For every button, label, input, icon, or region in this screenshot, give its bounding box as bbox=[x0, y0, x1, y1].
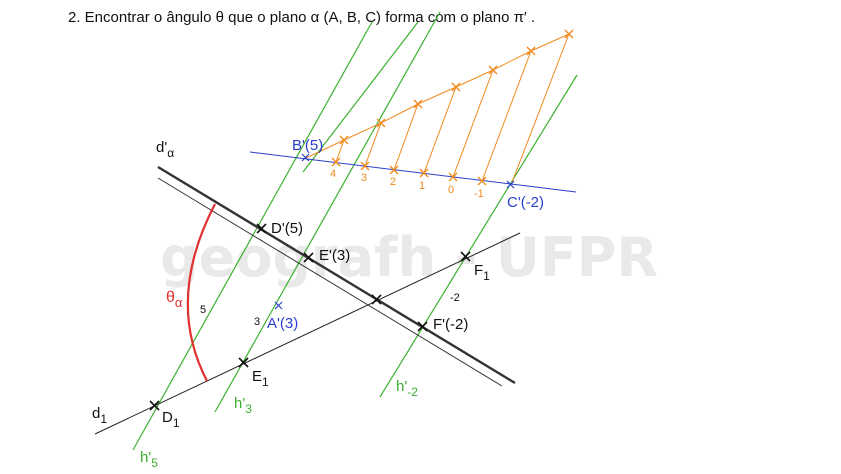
point-e-prime-marker bbox=[303, 252, 314, 263]
watermark: geografh - UFPR bbox=[160, 226, 658, 289]
point-f-prime-marker bbox=[417, 321, 428, 332]
scale-label: 2 bbox=[390, 176, 396, 188]
marker-line-m1 bbox=[477, 176, 487, 186]
point-b-marker bbox=[301, 153, 310, 162]
label-e-prime: E'(3) bbox=[319, 247, 350, 264]
label-b-prime: B'(5) bbox=[292, 137, 323, 154]
label-e1: E1 bbox=[252, 368, 269, 389]
level-line-hm2 bbox=[379, 74, 578, 398]
scale-labels: 4 3 2 1 0 -1 bbox=[330, 168, 484, 200]
projector-m2 bbox=[510, 33, 570, 186]
label-num-m2: -2 bbox=[450, 292, 460, 304]
point-c-marker bbox=[506, 180, 515, 189]
marker-line-2 bbox=[389, 165, 399, 175]
label-theta: θα bbox=[166, 289, 183, 310]
scale-label: -1 bbox=[474, 188, 484, 200]
point-f1-marker bbox=[460, 251, 471, 262]
marker-line-4 bbox=[331, 157, 341, 167]
marker-ray-7 bbox=[564, 29, 574, 39]
projector-1 bbox=[423, 86, 457, 174]
label-num-5: 5 bbox=[200, 304, 206, 316]
label-f1: F1 bbox=[474, 262, 490, 283]
scale-label: 4 bbox=[330, 168, 336, 180]
level-lines bbox=[132, 11, 578, 451]
marker-ray-1 bbox=[339, 135, 349, 145]
point-d-prime-marker bbox=[256, 223, 267, 234]
projector-4 bbox=[335, 139, 345, 163]
label-d-prime: D'(5) bbox=[271, 220, 303, 237]
projector-0 bbox=[452, 69, 494, 178]
projector-m1 bbox=[481, 50, 532, 182]
label-d-alpha: d'α bbox=[156, 139, 174, 160]
label-a-prime: A'(3) bbox=[267, 315, 298, 332]
point-e1-marker bbox=[238, 357, 249, 368]
line-d-alpha-thick bbox=[157, 165, 516, 385]
label-f-prime: F'(-2) bbox=[433, 316, 468, 333]
label-d1: d1 bbox=[92, 405, 107, 426]
label-d1-point: D1 bbox=[162, 409, 180, 430]
level-line-extra bbox=[302, 21, 419, 173]
marker-ray-2 bbox=[376, 118, 386, 128]
scale-label: 3 bbox=[361, 172, 367, 184]
scale-label: 0 bbox=[448, 184, 454, 196]
marker-line-0 bbox=[448, 172, 458, 182]
graduation-markers bbox=[331, 29, 574, 186]
level-line-h3 bbox=[214, 11, 441, 413]
point-intersection-marker bbox=[371, 294, 382, 305]
exercise-title: 2. Encontrar o ângulo θ que o plano α (A… bbox=[68, 9, 536, 26]
graduation-construction bbox=[305, 33, 570, 186]
point-a-marker bbox=[274, 301, 283, 310]
black-points bbox=[149, 223, 471, 411]
label-hm2: h'-2 bbox=[396, 378, 418, 399]
marker-line-3 bbox=[360, 161, 370, 171]
marker-ray-3 bbox=[413, 99, 423, 109]
projector-3 bbox=[364, 122, 382, 167]
marker-ray-5 bbox=[488, 65, 498, 75]
label-h3: h'3 bbox=[234, 395, 252, 416]
blue-points bbox=[274, 153, 515, 310]
marker-ray-4 bbox=[451, 82, 461, 92]
line-d1 bbox=[94, 232, 521, 435]
projector-2 bbox=[393, 103, 419, 171]
marker-ray-6 bbox=[526, 46, 536, 56]
angle-arc-theta bbox=[186, 203, 216, 382]
label-num-3: 3 bbox=[254, 316, 260, 328]
marker-line-1 bbox=[419, 168, 429, 178]
level-line-h5 bbox=[132, 21, 373, 451]
graduation-ray bbox=[305, 33, 570, 159]
label-c-prime: C'(-2) bbox=[507, 194, 544, 211]
point-d1-marker bbox=[149, 400, 160, 411]
line-bc bbox=[249, 151, 577, 193]
scale-label: 1 bbox=[419, 180, 425, 192]
line-d-alpha-thin bbox=[157, 177, 503, 387]
label-h5: h'5 bbox=[140, 449, 158, 470]
